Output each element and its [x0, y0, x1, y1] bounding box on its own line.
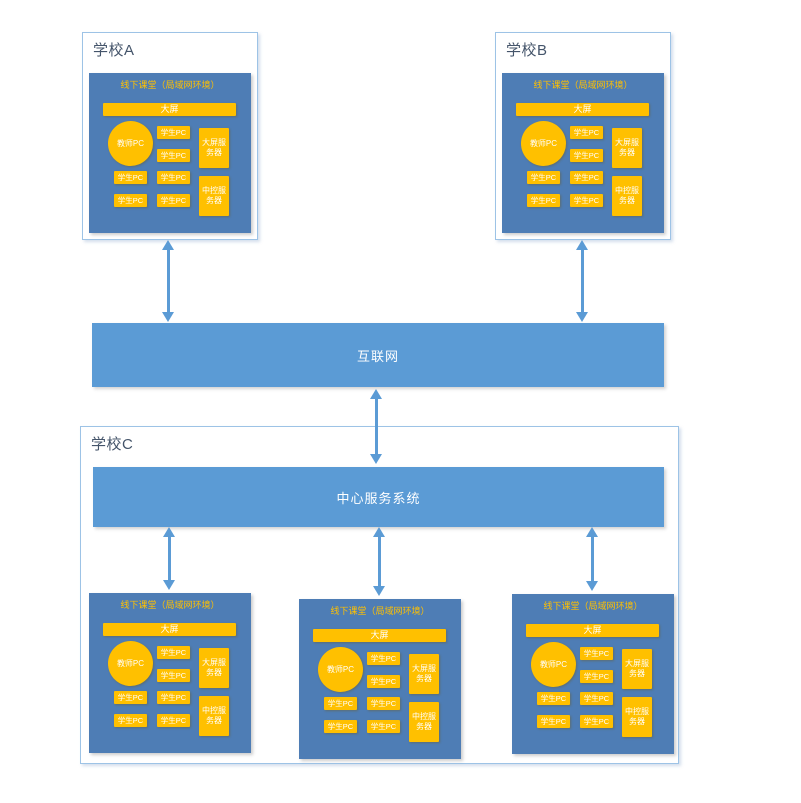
arrow-central-to-classroom-1	[163, 527, 175, 590]
arrow-school-b-to-internet	[576, 240, 588, 322]
central-service-system-label: 中心服务系统	[336, 490, 421, 506]
teacher-pc-node: 教师PC	[531, 642, 576, 687]
student-pc-node: 学生PC	[157, 646, 190, 659]
screen-server-node: 大屏服务器	[612, 128, 642, 168]
student-pc-node: 学生PC	[114, 714, 147, 727]
classroom-panel: 线下课堂（局域网环境） 大屏 教师PC 学生PC 学生PC 学生PC 学生PC …	[89, 73, 251, 233]
arrow-shaft	[590, 537, 594, 581]
teacher-pc-node: 教师PC	[521, 121, 566, 166]
arrowhead-down-icon	[370, 454, 382, 464]
arrowhead-up-icon	[576, 240, 588, 250]
arrow-shaft	[374, 399, 378, 454]
school-c-classroom-2: 线下课堂（局域网环境） 大屏 教师PC 学生PC 学生PC 学生PC 学生PC …	[299, 599, 461, 759]
arrowhead-up-icon	[586, 527, 598, 537]
classroom-panel: 线下课堂（局域网环境） 大屏 教师PC 学生PC 学生PC 学生PC 学生PC …	[512, 594, 674, 754]
classroom-title: 线下课堂（局域网环境）	[120, 80, 220, 90]
school-c-classroom-3: 线下课堂（局域网环境） 大屏 教师PC 学生PC 学生PC 学生PC 学生PC …	[512, 594, 674, 754]
student-pc-node: 学生PC	[324, 720, 357, 733]
student-pc-node: 学生PC	[367, 675, 400, 688]
big-screen-node: 大屏	[103, 103, 236, 116]
arrowhead-down-icon	[162, 312, 174, 322]
arrowhead-down-icon	[586, 581, 598, 591]
student-pc-node: 学生PC	[367, 720, 400, 733]
student-pc-node: 学生PC	[580, 692, 613, 705]
student-pc-node: 学生PC	[537, 715, 570, 728]
classroom-title: 线下课堂（局域网环境）	[330, 606, 430, 616]
student-pc-node: 学生PC	[157, 171, 190, 184]
student-pc-node: 学生PC	[537, 692, 570, 705]
big-screen-node: 大屏	[103, 623, 236, 636]
student-pc-node: 学生PC	[580, 715, 613, 728]
school-a-label: 学校A	[93, 42, 135, 59]
central-service-system-bar: 中心服务系统	[93, 467, 664, 527]
arrowhead-down-icon	[373, 586, 385, 596]
classroom-title: 线下课堂（局域网环境）	[543, 601, 643, 611]
student-pc-node: 学生PC	[324, 697, 357, 710]
student-pc-node: 学生PC	[114, 171, 147, 184]
student-pc-node: 学生PC	[570, 194, 603, 207]
arrow-central-to-classroom-3	[586, 527, 598, 591]
student-pc-node: 学生PC	[367, 652, 400, 665]
arrow-shaft	[166, 250, 170, 312]
classroom-title: 线下课堂（局域网环境）	[120, 600, 220, 610]
school-b-box: 学校B 线下课堂（局域网环境） 大屏 教师PC 学生PC 学生PC 学生PC 学…	[495, 32, 671, 240]
arrowhead-up-icon	[163, 527, 175, 537]
arrowhead-up-icon	[370, 389, 382, 399]
screen-server-node: 大屏服务器	[409, 654, 439, 694]
control-server-node: 中控服务器	[622, 697, 652, 737]
school-b-label: 学校B	[506, 42, 548, 59]
student-pc-node: 学生PC	[157, 194, 190, 207]
big-screen-node: 大屏	[313, 629, 446, 642]
screen-server-node: 大屏服务器	[199, 128, 229, 168]
student-pc-node: 学生PC	[114, 691, 147, 704]
classroom-panel: 线下课堂（局域网环境） 大屏 教师PC 学生PC 学生PC 学生PC 学生PC …	[502, 73, 664, 233]
screen-server-node: 大屏服务器	[622, 649, 652, 689]
school-c-box: 学校C 中心服务系统 线下课堂（局域网环境） 大屏 教师PC 学生PC 学生PC…	[80, 426, 679, 764]
student-pc-node: 学生PC	[157, 149, 190, 162]
student-pc-node: 学生PC	[157, 669, 190, 682]
internet-bar: 互联网	[92, 323, 664, 387]
control-server-node: 中控服务器	[409, 702, 439, 742]
school-a-classroom: 线下课堂（局域网环境） 大屏 教师PC 学生PC 学生PC 学生PC 学生PC …	[89, 73, 251, 233]
internet-bar-label: 互联网	[356, 348, 399, 364]
arrowhead-up-icon	[162, 240, 174, 250]
arrow-school-a-to-internet	[162, 240, 174, 322]
student-pc-node: 学生PC	[157, 691, 190, 704]
control-server-node: 中控服务器	[199, 696, 229, 736]
student-pc-node: 学生PC	[157, 126, 190, 139]
school-a-box: 学校A 线下课堂（局域网环境） 大屏 教师PC 学生PC 学生PC 学生PC 学…	[82, 32, 258, 240]
student-pc-node: 学生PC	[570, 126, 603, 139]
student-pc-node: 学生PC	[570, 171, 603, 184]
big-screen-node: 大屏	[526, 624, 659, 637]
control-server-node: 中控服务器	[199, 176, 229, 216]
classroom-panel: 线下课堂（局域网环境） 大屏 教师PC 学生PC 学生PC 学生PC 学生PC …	[89, 593, 251, 753]
classroom-panel: 线下课堂（局域网环境） 大屏 教师PC 学生PC 学生PC 学生PC 学生PC …	[299, 599, 461, 759]
arrowhead-down-icon	[576, 312, 588, 322]
teacher-pc-node: 教师PC	[108, 121, 153, 166]
student-pc-node: 学生PC	[570, 149, 603, 162]
classroom-title: 线下课堂（局域网环境）	[533, 80, 633, 90]
student-pc-node: 学生PC	[527, 171, 560, 184]
teacher-pc-node: 教师PC	[108, 641, 153, 686]
teacher-pc-node: 教师PC	[318, 647, 363, 692]
student-pc-node: 学生PC	[157, 714, 190, 727]
arrowhead-up-icon	[373, 527, 385, 537]
arrowhead-down-icon	[163, 580, 175, 590]
student-pc-node: 学生PC	[580, 670, 613, 683]
screen-server-node: 大屏服务器	[199, 648, 229, 688]
school-c-label: 学校C	[91, 436, 134, 453]
arrow-internet-to-central-system	[370, 389, 382, 464]
arrow-shaft	[580, 250, 584, 312]
big-screen-node: 大屏	[516, 103, 649, 116]
student-pc-node: 学生PC	[527, 194, 560, 207]
student-pc-node: 学生PC	[114, 194, 147, 207]
school-b-classroom: 线下课堂（局域网环境） 大屏 教师PC 学生PC 学生PC 学生PC 学生PC …	[502, 73, 664, 233]
control-server-node: 中控服务器	[612, 176, 642, 216]
arrow-shaft	[167, 537, 171, 580]
school-c-classroom-1: 线下课堂（局域网环境） 大屏 教师PC 学生PC 学生PC 学生PC 学生PC …	[89, 593, 251, 753]
student-pc-node: 学生PC	[367, 697, 400, 710]
student-pc-node: 学生PC	[580, 647, 613, 660]
arrow-central-to-classroom-2	[373, 527, 385, 596]
arrow-shaft	[377, 537, 381, 586]
